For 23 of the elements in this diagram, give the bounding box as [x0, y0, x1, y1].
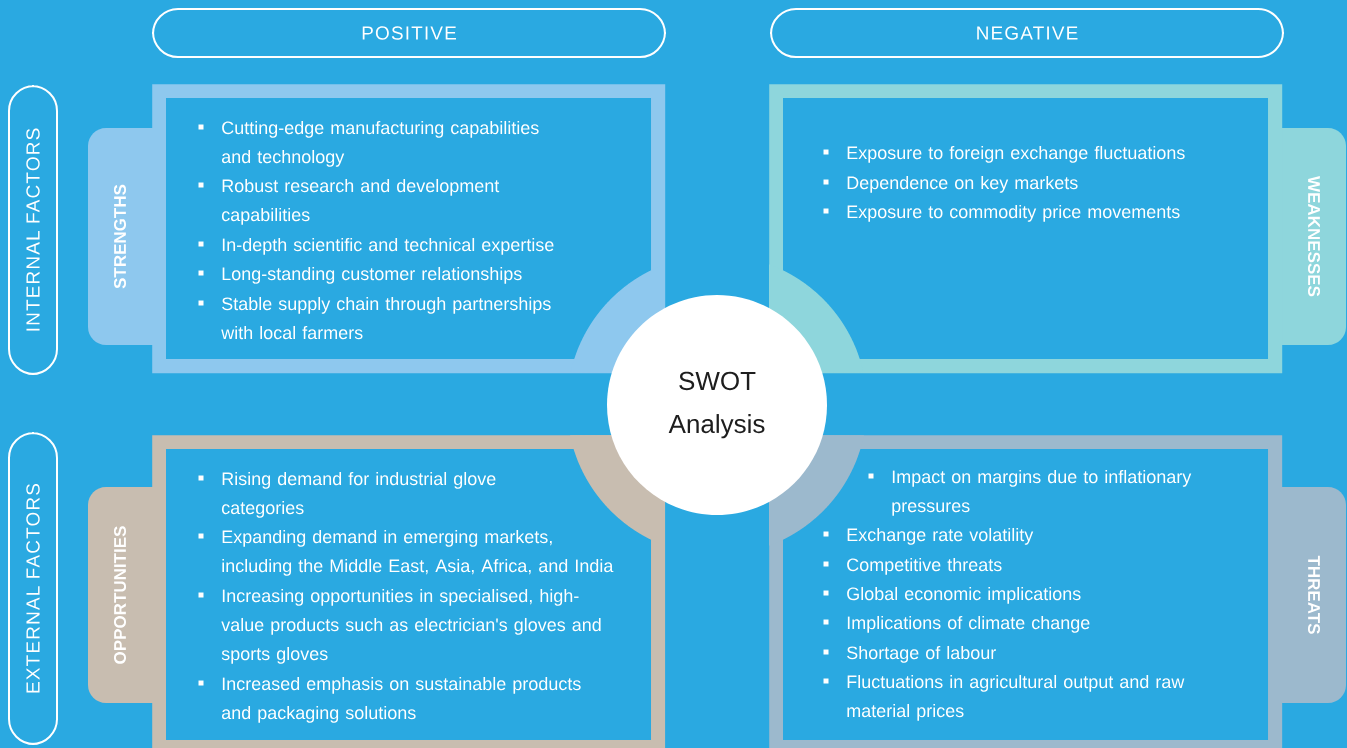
bullet-item: Dependence on key markets [823, 175, 1078, 193]
header-pill: EXTERNAL FACTORS [8, 432, 58, 745]
bullet-item: Fluctuations in agricultural output and raw material prices [823, 674, 1185, 721]
bullet-item: Implications of climate change [823, 615, 1090, 633]
header-pill: POSITIVE [152, 8, 666, 58]
bullet-item: Exposure to foreign exchange fluctuations [823, 145, 1185, 163]
bullet-item: Competitive threats [823, 557, 1002, 575]
bullet-item: Robust research and development capabilities [198, 178, 500, 225]
header-pill: INTERNAL FACTORS [8, 85, 58, 375]
bullet-item: Cutting-edge manufacturing capabilities and technology [198, 120, 539, 167]
bullet-item: Stable supply chain through partnerships with local farmers [198, 296, 551, 340]
bullet-item: Increasing opportunities in specialised, high-value products such as electrician's gloves and sports gloves [198, 588, 601, 664]
bullet-item: Rising demand for industrial glove categories [198, 471, 496, 518]
bullet-item: Expanding demand in emerging markets, including the Middle East, Asia, Africa, and India [198, 529, 614, 576]
bullet-item: Shortage of labour [823, 645, 996, 663]
bullet-item: Exchange rate volatility [823, 527, 1034, 545]
bullet-item: Exposure to commodity price movements [823, 204, 1180, 222]
header-pill: NEGATIVE [770, 8, 1284, 58]
bullet-item: Long-standing customer relationships [198, 266, 522, 284]
bullet-item: Increased emphasis on sustainable products and packaging solutions [198, 676, 581, 723]
bullet-item: In-depth scientific and technical expertise [198, 237, 554, 255]
bullet-item: Impact on margins due to inflationary pressures [868, 469, 1192, 516]
bullet-item: Global economic implications [823, 586, 1081, 604]
